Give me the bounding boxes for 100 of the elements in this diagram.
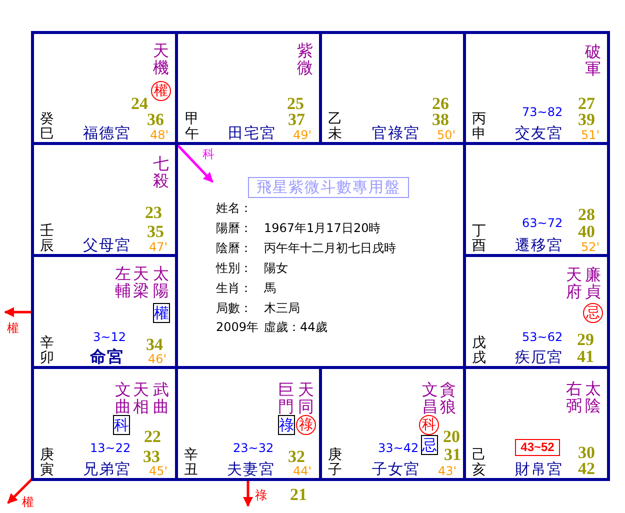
palace-name: 交友宮 [515,126,563,141]
star-name: 貪狼 [440,381,456,415]
age-number: 26 [432,95,449,112]
age-number: 28 [578,206,595,223]
transformation-seal: 科 [419,415,439,435]
age-number: 21 [290,486,307,503]
transformation-tag: 祿 [278,415,295,435]
degree-mark: 46' [148,353,167,365]
stem-branch: 丙申 [472,112,486,142]
transformation-seal: 忌 [583,303,603,323]
stem-branch: 戊戌 [472,336,486,366]
palace-name: 夫妻宮 [227,462,275,477]
age-range: 3~12 [93,331,126,343]
star-name: 太陽 [153,265,169,299]
age-number: 30 [578,444,595,461]
palace-name: 命宮 [90,349,124,365]
degree-mark: 50' [437,129,456,141]
age-range: 73~82 [522,106,563,118]
age-range: 33~42 [378,442,419,454]
info-label: 生肖： [216,282,252,294]
age-number: 27 [578,95,595,112]
stem-branch: 辛丑 [184,448,198,478]
star-name: 武曲 [153,381,169,415]
palace-name: 福德宮 [83,126,131,141]
info-label: 局數： [216,302,252,314]
stem-branch: 丁酉 [472,224,486,254]
transformation-seal: 權 [151,81,171,101]
age-number: 22 [144,428,161,445]
palace-name: 兄弟宮 [83,462,131,477]
degree-mark: 47' [149,241,168,253]
star-name: 天相 [133,381,149,415]
star-name: 右弼 [566,380,582,414]
age-number: 37 [288,111,305,128]
palace-name: 父母宮 [83,238,131,253]
age-number: 39 [578,111,595,128]
current-range-tag: 43~52 [515,439,560,456]
age-number: 34 [146,336,163,353]
edge-label: 權 [22,496,34,508]
age-number: 38 [432,111,449,128]
stem-branch: 壬辰 [40,224,54,254]
star-name: 文昌 [422,381,438,415]
age-number: 41 [577,348,594,365]
info-value: 馬 [264,282,276,294]
degree-mark: 48' [150,129,169,141]
degree-mark: 43' [438,465,457,477]
star-name: 文曲 [115,381,131,415]
age-number: 36 [147,111,164,128]
star-name: 太陰 [585,380,601,414]
degree-mark: 49' [293,129,312,141]
age-number: 40 [578,223,595,240]
star-name: 破軍 [585,43,601,77]
star-name: 天機 [153,42,169,76]
star-name: 天府 [566,266,582,300]
transformation-seal: 祿 [296,415,316,435]
age-range: 23~32 [233,442,274,454]
stem-branch: 辛卯 [40,336,54,366]
info-value: 虛歲：44歲 [264,321,328,333]
chart-title: 飛星紫微斗數專用盤 [248,177,409,198]
info-value: 木三局 [264,302,300,314]
star-name: 天同 [298,381,314,415]
palace-name: 官祿宮 [372,126,420,141]
transformation-tag: 科 [113,415,130,435]
age-range: 53~62 [522,331,563,343]
star-name: 左輔 [115,265,131,299]
stem-branch: 甲午 [185,112,199,142]
transformation-tag: 權 [153,303,170,323]
age-number: 20 [443,428,460,445]
info-value: 1967年1月17日20時 [264,222,381,234]
age-number: 32 [288,448,305,465]
stem-branch: 乙未 [328,112,342,142]
star-name: 巨門 [278,381,294,415]
age-number: 24 [131,95,148,112]
palace-cell [31,366,178,481]
edge-label: 科 [202,148,215,160]
star-name: 七殺 [153,155,169,189]
palace-cell [31,31,178,145]
degree-mark: 44' [293,465,312,477]
age-number: 25 [287,95,304,112]
star-name: 廉貞 [585,266,601,300]
info-value: 陽女 [264,262,288,274]
palace-name: 子女宮 [372,462,420,477]
arrow [243,479,253,507]
transformation-tag: 忌 [421,435,438,455]
palace-cell [463,31,610,145]
age-range: 13~22 [90,442,131,454]
palace-name: 田宅宮 [228,126,276,141]
degree-mark: 52' [581,241,600,253]
age-number: 29 [577,331,594,348]
age-number: 42 [578,460,595,477]
stem-branch: 庚寅 [40,448,54,478]
arrow [7,478,33,504]
stem-branch: 庚子 [328,448,342,478]
star-name: 天梁 [133,265,149,299]
age-number: 33 [143,448,160,465]
age-number: 35 [147,223,164,240]
info-label: 2009年 [216,321,259,333]
info-label: 陰曆： [216,242,252,254]
star-name: 紫微 [297,42,313,76]
info-value: 丙午年十二月初七日戌時 [264,242,396,254]
degree-mark: 51' [581,129,600,141]
